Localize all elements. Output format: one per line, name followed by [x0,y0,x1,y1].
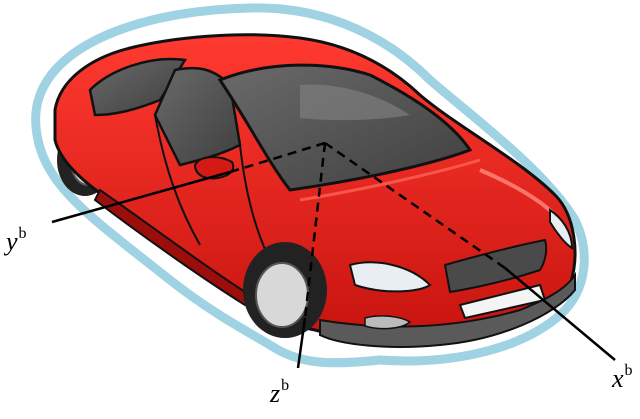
x-axis-label: xb [612,363,633,392]
x-axis-letter: x [612,364,624,393]
y-axis-letter: y [6,227,18,256]
z-axis-label: zb [270,378,289,407]
y-axis-superscript: b [19,225,27,242]
z-axis-letter: z [270,379,280,408]
y-axis-label: yb [6,226,27,255]
z-axis-superscript: b [281,377,289,394]
x-axis-superscript: b [625,362,633,379]
front-wheel [243,242,327,338]
